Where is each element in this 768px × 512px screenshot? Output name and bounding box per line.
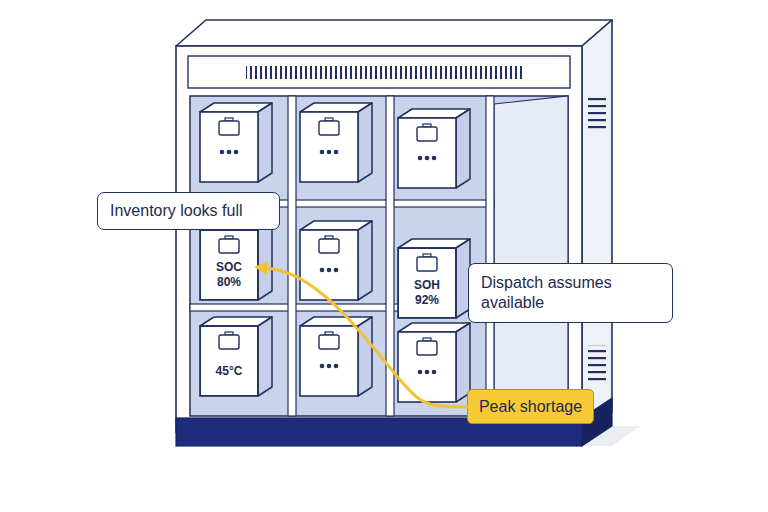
divider: [386, 96, 394, 416]
interior-side-wall: [494, 96, 568, 416]
callout-box: Inventory looks full: [97, 192, 280, 230]
cabinet-front: [176, 46, 582, 432]
divider: [486, 96, 494, 416]
battery-module: [200, 317, 272, 396]
battery-module: [398, 323, 470, 402]
cabinet-interior: [190, 96, 568, 416]
cabinet-side: [582, 20, 612, 432]
status-dots: [320, 364, 339, 369]
battery-icon: [417, 338, 437, 355]
battery-reading: 45°C: [211, 364, 247, 379]
battery-icon: [319, 332, 339, 349]
alert-text: Peak shortage: [479, 397, 582, 417]
vent-grille: [246, 66, 522, 79]
battery-icon: [219, 236, 239, 253]
status-dots: [220, 150, 239, 155]
cabinet-top: [176, 20, 612, 46]
battery-module: SOH 92%: [398, 248, 456, 318]
callout-text: Dispatch assumes available: [481, 273, 660, 313]
battery-module: [200, 221, 272, 300]
battery-module: [300, 103, 372, 182]
side-vent: [588, 345, 606, 383]
battery-module: [398, 109, 470, 188]
status-dots: [320, 268, 339, 273]
alert-box: Peak shortage: [467, 389, 594, 424]
battery-icon: [319, 118, 339, 135]
vent-panel: [188, 56, 570, 88]
battery-icon: [319, 236, 339, 253]
battery-icon: [417, 124, 437, 141]
battery-module: [300, 317, 372, 396]
battery-icon: [417, 254, 437, 271]
battery-icon: [219, 332, 239, 349]
battery-module: [300, 221, 372, 300]
battery-reading: SOH 92%: [409, 278, 445, 308]
battery-icon: [219, 118, 239, 135]
battery-module: 45°C: [200, 326, 258, 396]
side-vent: [588, 95, 606, 131]
status-dots: [320, 150, 339, 155]
callout-text: Inventory looks full: [110, 201, 243, 221]
flow-arrow: [258, 267, 467, 407]
battery-module: [200, 103, 272, 182]
battery-module: SOC 80%: [200, 230, 258, 300]
callout-box: Dispatch assumes available: [468, 263, 673, 323]
divider: [288, 96, 296, 416]
floor-shadow: [582, 426, 640, 446]
battery-module: [398, 239, 470, 318]
battery-reading: SOC 80%: [211, 260, 247, 290]
status-dots: [418, 156, 437, 161]
status-dots: [418, 370, 437, 375]
